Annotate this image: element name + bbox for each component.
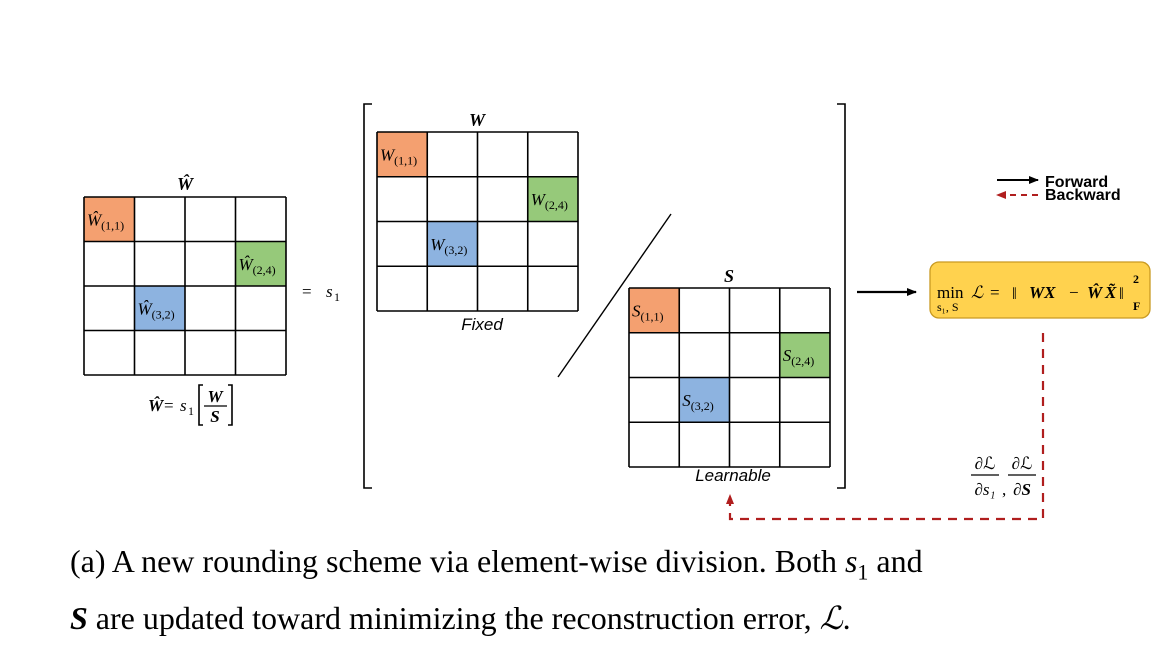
objective-norm-close: ‖ [1119,284,1124,303]
w-cell-label: W(1,1) [380,145,417,167]
formula-denominator: S [210,407,219,426]
caption-s1: s [844,543,858,579]
formula-numerator: W [207,387,224,406]
objective-box-background [929,261,1151,319]
objective-sub: F [1133,299,1140,313]
objective-min: min [937,283,964,302]
w-hat-grid: Ŵ(1,1) Ŵ(2,4) Ŵ(3,2) [83,196,287,376]
w-hat-formula-s1-sub: 1 [188,404,194,418]
w-hat-cell-label: Ŵ(2,4) [239,255,276,277]
figure-caption: (a) A new rounding scheme via element-wi… [70,538,1150,642]
legend-backward-label: Backward [1045,187,1121,204]
objective-loss: ℒ [971,283,984,302]
w-matrix: W W(1,1) W(2,4) W(3,2) Fixed [376,110,579,334]
w-matrix-label: Fixed [461,315,503,334]
w-hat-cell-fill [235,241,286,286]
caption-prefix: (a) A new rounding scheme via element-wi… [70,543,845,579]
s-matrix-title: S [724,266,734,286]
gradient-comma: , [1002,480,1006,499]
s-cell-label: S(1,1) [632,301,664,323]
objective-w-hat: Ŵ [1087,283,1104,302]
gradient-num-2: ∂ℒ [1012,454,1033,473]
s-cell-label: S(2,4) [783,346,815,368]
s1-symbol: s [326,282,333,301]
equals-s1: = s 1 [302,282,340,304]
w-cell-fill [427,221,478,267]
s-matrix-label: Learnable [695,466,771,485]
caption-L: ℒ [819,600,843,637]
legend-forward-label: Forward [1045,174,1108,191]
caption-rest: are updated toward minimizing the recons… [87,600,820,637]
w-hat-matrix: Ŵ Ŵ(1,1) Ŵ(2,4) Ŵ(3,2) [83,173,287,376]
objective-eq: = [990,283,1000,302]
s1-subscript: 1 [334,290,340,304]
big-right-bracket [837,103,846,489]
w-cell-fill [527,176,578,222]
s-grid: S(1,1) S(2,4) S(3,2) [628,287,831,468]
objective-min-sub: s₁, S [937,300,959,314]
gradient-den-1: ∂s₁ [975,480,996,499]
w-hat-matrix-title: Ŵ [177,173,195,194]
objective-x-tilde: X̃ [1104,283,1117,302]
formula-right-bracket [228,384,233,426]
s-cell-fill [629,288,680,333]
caption-mid: and [868,543,923,579]
s-cell-label: S(3,2) [682,391,714,413]
caption-end: . [842,600,851,637]
gradient-num-1: ∂ℒ [975,454,996,473]
big-left-bracket [363,103,372,489]
gradient-den-2: ∂S [1013,480,1031,499]
backward-gradient-path [726,333,1045,521]
w-matrix-title: W [469,110,487,130]
w-hat-cell-label: Ŵ(3,2) [138,299,175,321]
w-hat-cell-label: Ŵ(1,1) [87,210,124,232]
caption-S: S [70,600,88,637]
w-hat-formula-lhs: Ŵ [148,396,165,415]
objective-norm-open: ‖ [1012,284,1017,303]
w-hat-formula-s1: s [180,396,187,415]
s-cell-fill [679,377,730,423]
w-hat-formula-eq: = [164,396,174,415]
w-hat-cell-fill [134,286,185,331]
w-hat-formula: Ŵ = s 1 W S [148,384,233,426]
division-slash [557,213,672,378]
equals-sign: = [302,282,312,301]
gradient-labels: ∂ℒ ∂s₁ , ∂ℒ ∂S [971,454,1036,499]
objective-wx: WX [1029,283,1056,302]
w-cell-label: W(2,4) [531,190,568,212]
w-cell-label: W(3,2) [430,235,467,257]
w-cell-fill [377,132,428,177]
caption-s1-sub: 1 [857,559,869,585]
legend: Forward Backward [996,174,1121,204]
w-grid: W(1,1) W(2,4) W(3,2) [376,131,579,312]
w-hat-cell-fill [84,197,135,242]
objective-sup: 2 [1133,272,1139,286]
s-matrix: S S(1,1) S(2,4) S(3,2) Learnable [628,266,831,485]
s-cell-fill [779,332,830,378]
objective-box: min s₁, S ℒ = ‖ WX − Ŵ X̃ ‖ 2 F [929,261,1151,319]
formula-left-bracket [198,384,203,426]
objective-minus: − [1069,283,1079,302]
